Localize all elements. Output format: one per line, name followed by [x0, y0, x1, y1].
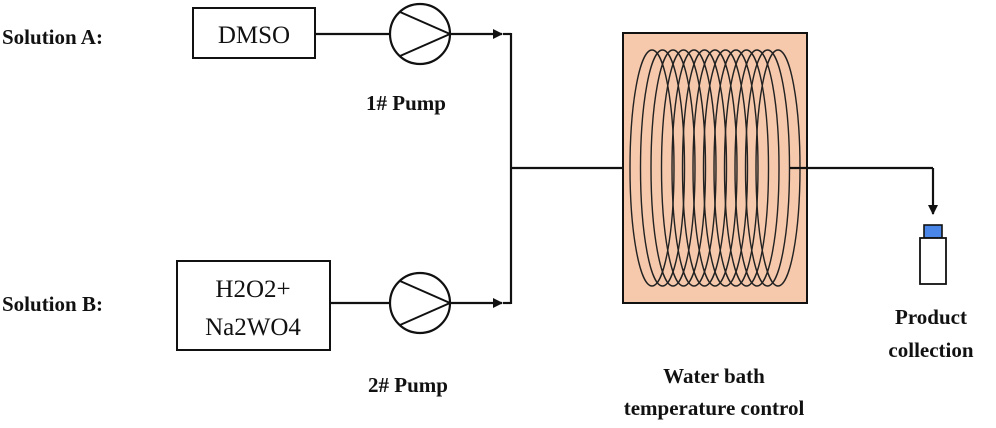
water-bath-label-line2: temperature control	[624, 396, 805, 420]
water-bath	[622, 32, 808, 304]
pump-1-label: 1# Pump	[366, 91, 446, 115]
coil-loop	[681, 49, 728, 287]
water-bath-label-line1: Water bath	[663, 364, 765, 388]
coil-loop	[660, 49, 707, 287]
coil-loop	[671, 49, 717, 287]
pump-2-icon	[388, 271, 452, 335]
solution-b-label: Solution B:	[2, 292, 103, 316]
coil-loop	[734, 49, 780, 287]
product-label-line1: Product	[895, 305, 967, 329]
product-label-line2: collection	[888, 338, 973, 362]
coil-loop	[639, 49, 686, 287]
coil-loop	[702, 49, 749, 287]
coil-loop	[744, 49, 791, 287]
dmso-label: DMSO	[218, 22, 290, 49]
coil-loop	[650, 49, 696, 287]
coil-loop	[723, 49, 770, 287]
reactor-coil	[629, 49, 801, 287]
pump-1-icon	[388, 2, 452, 66]
product-vial-icon	[919, 224, 947, 285]
coil-loop	[629, 49, 675, 287]
pump-2-label: 2# Pump	[368, 373, 448, 397]
solution-a-label: Solution A:	[2, 25, 103, 49]
na2wo4-label: Na2WO4	[205, 314, 301, 341]
h2o2-na2wo4-box	[176, 260, 331, 351]
coil-loop	[713, 49, 759, 287]
h2o2-label: H2O2+	[215, 276, 290, 303]
coil-loop	[692, 49, 738, 287]
dmso-box	[192, 7, 316, 59]
